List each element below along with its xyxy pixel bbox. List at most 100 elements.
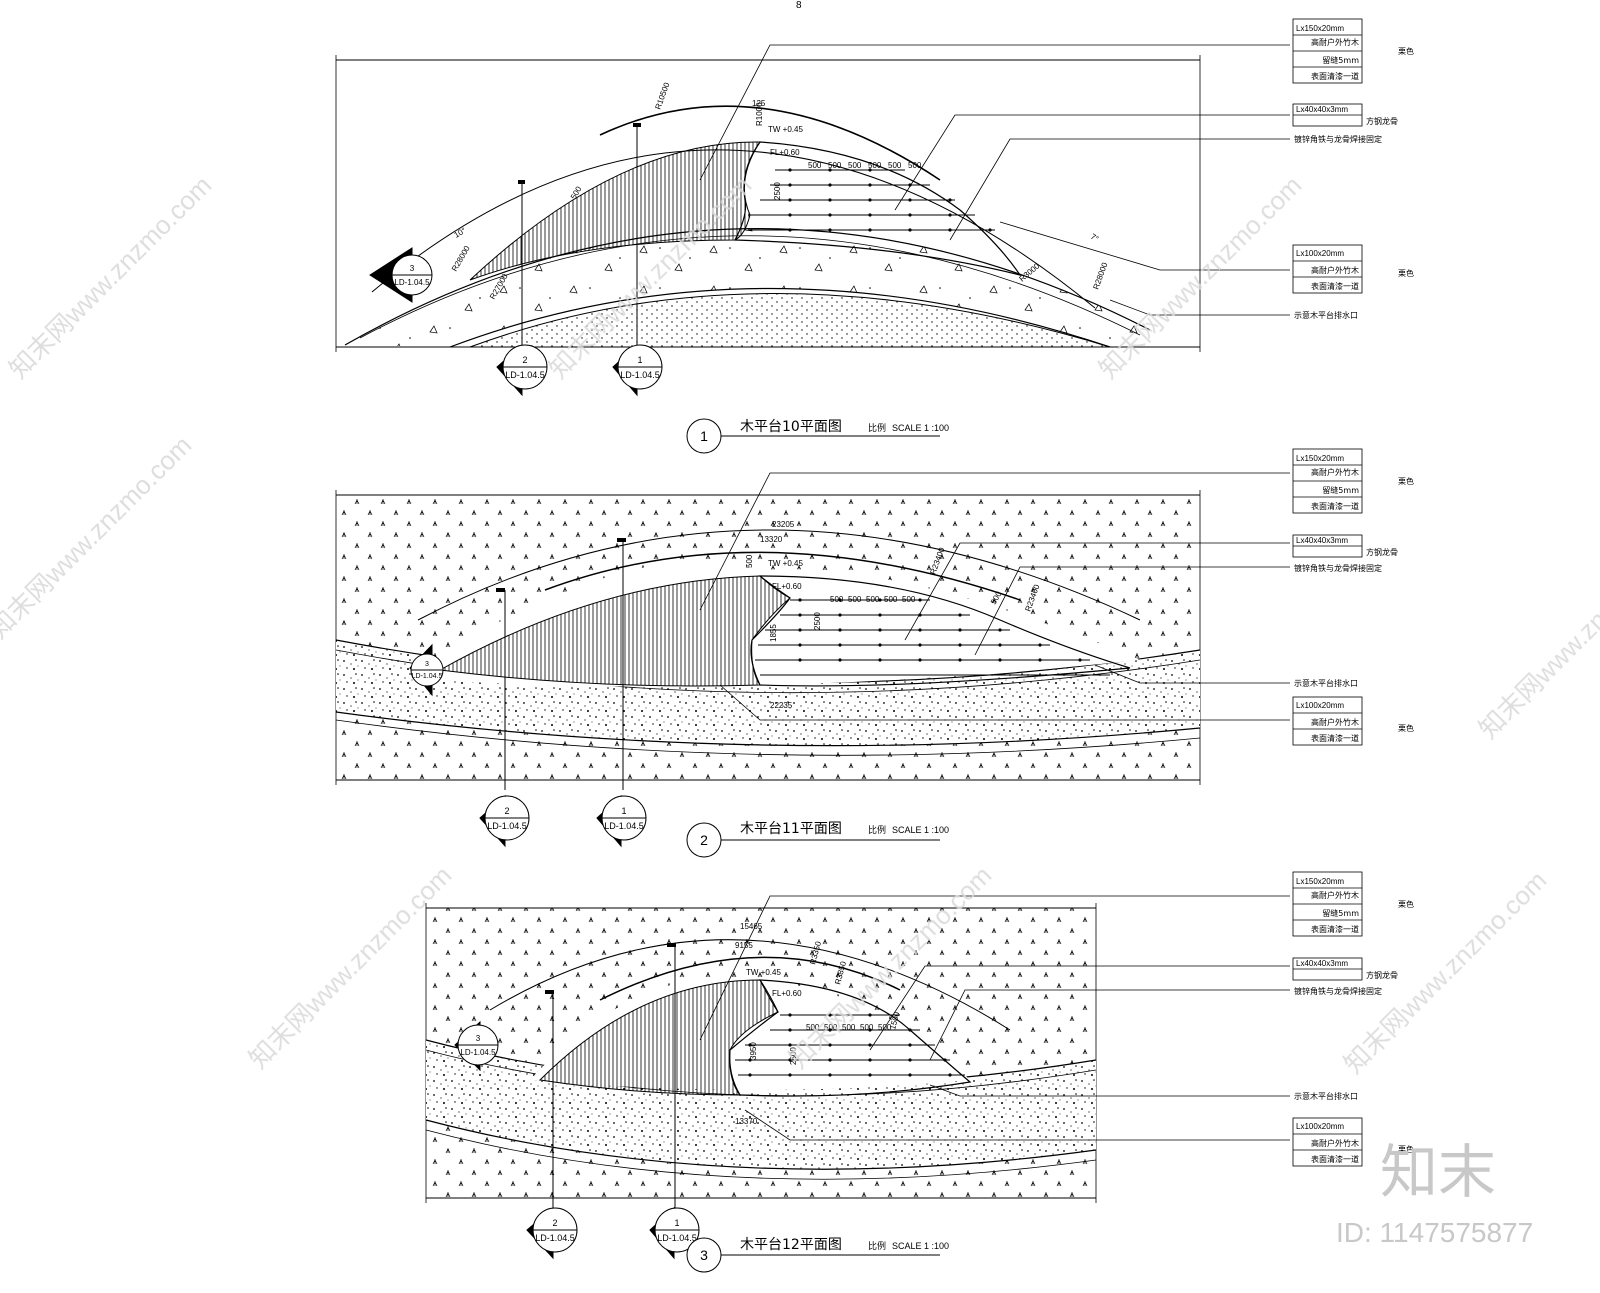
- plan-3-title: 木平台12平面图: [740, 1237, 842, 1253]
- plan-3-number: 3: [700, 1247, 708, 1263]
- note-text: Lx150x20mm: [1296, 877, 1344, 886]
- note-text: 镀锌角铁与龙骨焊接固定: [1294, 134, 1382, 144]
- section-ref: LD-1.04.5: [657, 1233, 697, 1243]
- section-number: 1: [674, 1218, 679, 1228]
- section-number: 3: [425, 661, 429, 668]
- dim: 500: [808, 161, 822, 170]
- plan-2: [335, 472, 1290, 790]
- note-side: 栗色: [1398, 46, 1414, 56]
- dim: 7°: [1089, 232, 1100, 244]
- dim: 15465: [740, 922, 763, 931]
- dim: 13320: [760, 535, 783, 544]
- dim: 2500: [773, 182, 782, 200]
- note-text: 留缝5mm: [1322, 908, 1359, 918]
- section-ref: LD-1.04.5: [620, 370, 660, 380]
- section-number: 1: [621, 806, 626, 816]
- dim: 500: [860, 1023, 874, 1032]
- note-text: 示意木平台排水口: [1294, 310, 1358, 320]
- note-side: 栗色: [1398, 723, 1414, 733]
- note-text: 高耐户外竹木: [1311, 890, 1359, 900]
- brand-logo: 知末: [1380, 1140, 1496, 1205]
- dim: 3950: [749, 1042, 758, 1060]
- note-text: 留缝5mm: [1322, 485, 1359, 495]
- plan-2-number: 2: [700, 832, 708, 848]
- note-text: 表面清漆一道: [1311, 71, 1359, 81]
- dim: 2500: [789, 1047, 798, 1065]
- plan-1: [335, 44, 1290, 352]
- dim: 500: [866, 595, 880, 604]
- plan-3-scale: SCALE 1 :100: [892, 1241, 949, 1251]
- note-text: 方钢龙骨: [1366, 116, 1398, 126]
- dim: R28000: [450, 244, 472, 273]
- note-text: Lx40x40x3mm: [1296, 959, 1348, 968]
- dim: 13370: [735, 1117, 758, 1126]
- dim: 500: [888, 161, 902, 170]
- note-text: 表面清漆一道: [1311, 924, 1359, 934]
- dim: 10°: [453, 226, 468, 240]
- dim: 22235: [770, 701, 793, 710]
- dim: 500: [902, 595, 916, 604]
- dim: 500: [868, 161, 882, 170]
- dim: 500: [848, 595, 862, 604]
- dim: 500: [842, 1023, 856, 1032]
- section-ref: LD-1.04.5: [394, 278, 430, 287]
- plan-2-scale-label: 比例: [868, 824, 886, 836]
- plan-3: [425, 895, 1290, 1210]
- note-text: Lx40x40x3mm: [1296, 105, 1348, 114]
- note-text: 高耐户外竹木: [1311, 37, 1359, 47]
- note-text: 表面清漆一道: [1311, 501, 1359, 511]
- dim: 500: [878, 1023, 892, 1032]
- note-text: Lx40x40x3mm: [1296, 536, 1348, 545]
- note-text: 高耐户外竹木: [1311, 717, 1359, 727]
- section-ref: LD-1.04.5: [487, 821, 527, 831]
- section-ref: LD-1.04.5: [412, 673, 443, 680]
- plan-2-title: 木平台11平面图: [740, 821, 842, 837]
- note-text: 表面清漆一道: [1311, 733, 1359, 743]
- watermark-text: 知末网www.znzmo.com: [243, 860, 457, 1074]
- note-text: 镀锌角铁与龙骨焊接固定: [1294, 563, 1382, 573]
- note-text: 高耐户外竹木: [1311, 1138, 1359, 1148]
- note-side: 栗色: [1398, 899, 1414, 909]
- note-text: 方钢龙骨: [1366, 970, 1398, 980]
- section-number: 2: [522, 355, 527, 365]
- plan-1-number: 1: [700, 428, 708, 444]
- dim: FL+0.60: [772, 989, 802, 998]
- note-text: 高耐户外竹木: [1311, 467, 1359, 477]
- section-number: 3: [410, 264, 415, 273]
- image-id: ID: 1147575877: [1336, 1217, 1533, 1248]
- dim: 500: [908, 161, 922, 170]
- dim: 500: [830, 595, 844, 604]
- section-number: 2: [504, 806, 509, 816]
- section-number: 2: [552, 1218, 557, 1228]
- plan-2-scale: SCALE 1 :100: [892, 825, 949, 835]
- dim: R28000: [1091, 261, 1109, 291]
- note-tables: [1292, 18, 1363, 1167]
- plan-1-scale-label: 比例: [868, 422, 886, 434]
- section-number: 3: [476, 1034, 481, 1043]
- dim: TW +0.45: [768, 559, 803, 568]
- note-text: 留缝5mm: [1322, 55, 1359, 65]
- dim: R1000: [755, 102, 764, 126]
- watermark-text: 知末网www.znzmo.com: [1473, 530, 1600, 744]
- dim: 500: [745, 554, 754, 568]
- dim: 1855: [769, 624, 778, 642]
- note-text: Lx100x20mm: [1296, 1122, 1344, 1131]
- top-mark: 8: [796, 0, 802, 11]
- dim: 500: [824, 1023, 838, 1032]
- dim: 500: [848, 161, 862, 170]
- note-side: 栗色: [1398, 268, 1414, 278]
- note-text: Lx150x20mm: [1296, 454, 1344, 463]
- watermark-text: 知末网www.znzmo.com: [3, 170, 217, 384]
- section-ref: LD-1.04.5: [505, 370, 545, 380]
- section-ref: LD-1.04.5: [460, 1048, 496, 1057]
- note-text: Lx100x20mm: [1296, 249, 1344, 258]
- dim: 9155: [735, 941, 753, 950]
- note-text: 方钢龙骨: [1366, 547, 1398, 557]
- note-text: Lx150x20mm: [1296, 24, 1344, 33]
- section-ref: LD-1.04.5: [604, 821, 644, 831]
- dim: TW +0.45: [768, 125, 803, 134]
- dim: TW +0.45: [746, 968, 781, 977]
- note-text: 示意木平台排水口: [1294, 1091, 1358, 1101]
- dim: FL+0.60: [772, 582, 802, 591]
